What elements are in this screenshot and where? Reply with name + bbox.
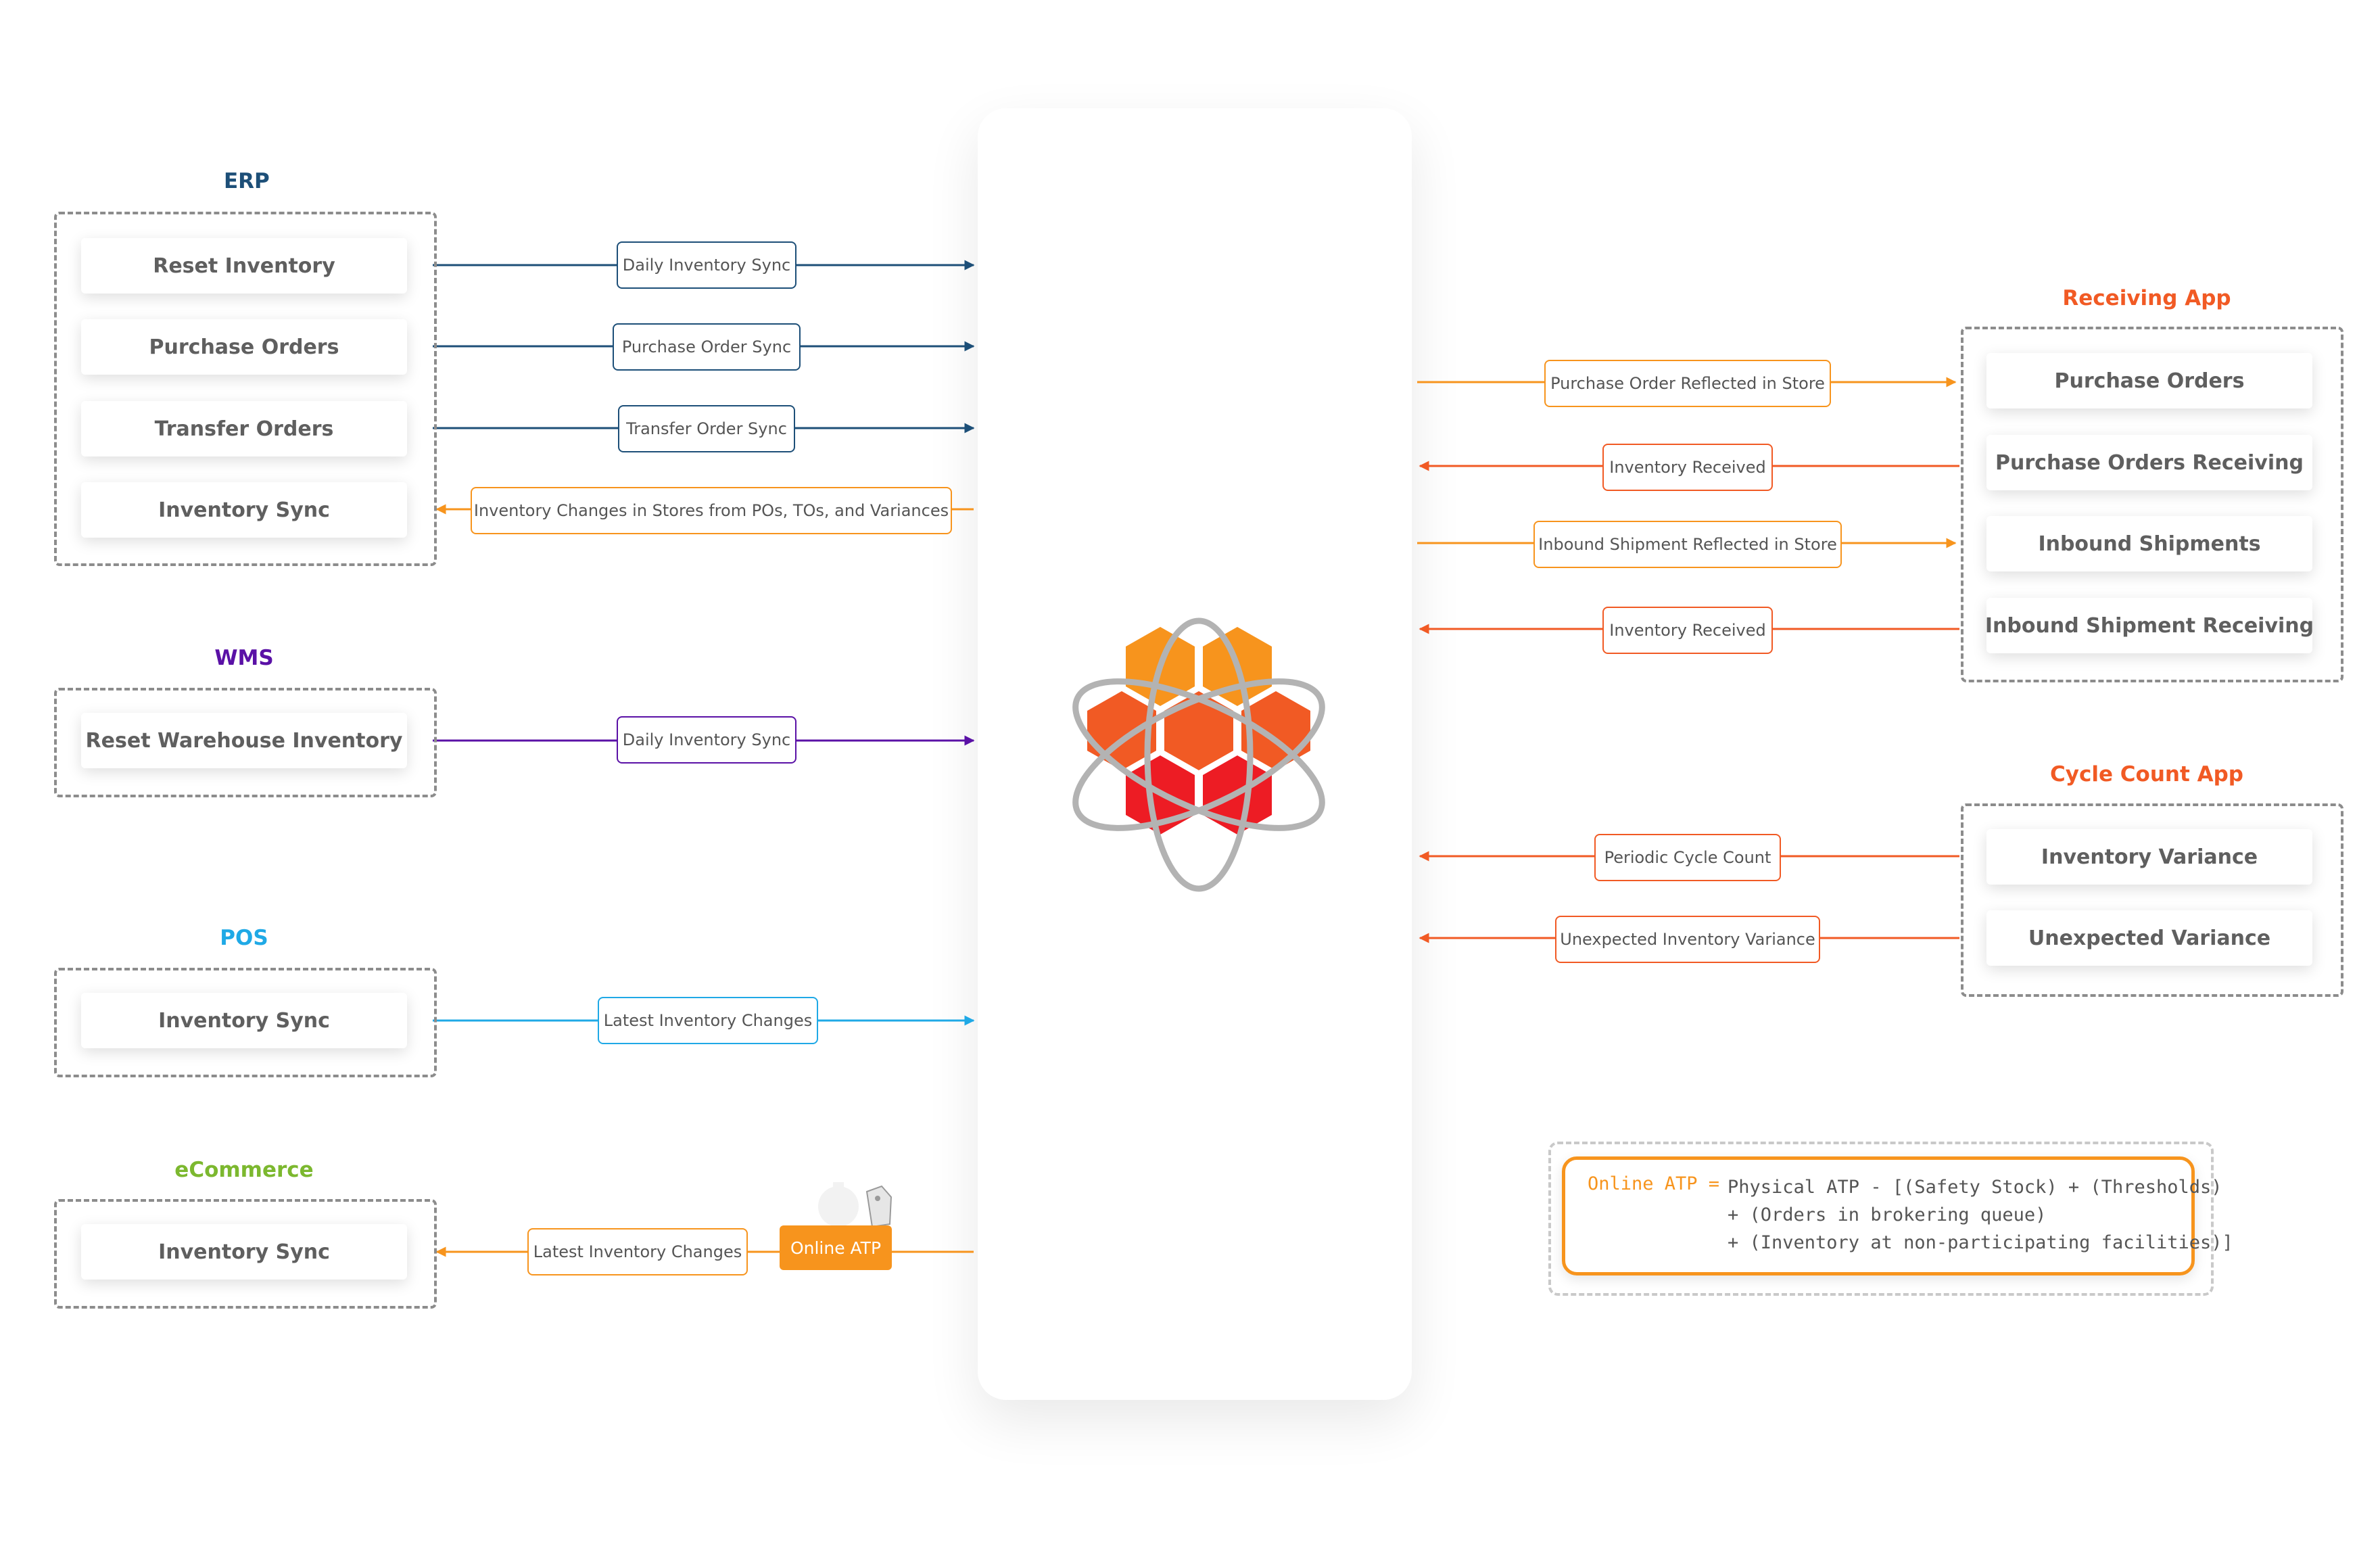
formula-line-2: + (Orders in brokering queue) [1728,1204,2047,1225]
cycle-flow-1-label: Periodic Cycle Count [1594,834,1781,881]
wms-title: WMS [214,646,274,670]
formula-line-3: + (Inventory at non-participating facili… [1728,1232,2233,1253]
receiving-po-receiving-card[interactable]: Purchase Orders Receiving [1986,435,2312,490]
erp-title: ERP [224,169,270,193]
cycle-count-group-box [1961,803,2343,997]
wms-reset-warehouse-inventory-card[interactable]: Reset Warehouse Inventory [81,713,407,768]
formula-outer-frame [1548,1142,2214,1296]
receiving-flow-2-label: Inventory Received [1602,444,1773,491]
erp-group-box [54,212,437,566]
erp-flow-4-label: Inventory Changes in Stores from POs, TO… [471,487,952,534]
receiving-flow-3-label: Inbound Shipment Reflected in Store [1533,521,1842,568]
wms-group-box [54,688,437,797]
erp-flow-1-label: Daily Inventory Sync [617,241,796,289]
erp-purchase-orders-card[interactable]: Purchase Orders [81,319,407,375]
pos-inventory-sync-card[interactable]: Inventory Sync [81,993,407,1048]
receiving-title: Receiving App [2062,286,2231,310]
ecommerce-flow-label: Latest Inventory Changes [527,1228,748,1275]
receiving-flow-4-label: Inventory Received [1602,607,1773,654]
ecommerce-group-box [54,1199,437,1309]
hexagon-atom-logo-icon [1072,617,1325,892]
ecommerce-inventory-sync-card[interactable]: Inventory Sync [81,1224,407,1280]
formula-line-1: Physical ATP - [(Safety Stock) + (Thresh… [1728,1177,2222,1198]
cycle-inventory-variance-card[interactable]: Inventory Variance [1986,829,2312,885]
receiving-group-box [1961,327,2343,682]
wms-flow-label: Daily Inventory Sync [617,716,796,764]
receiving-flow-1-label: Purchase Order Reflected in Store [1544,360,1831,407]
pos-title: POS [220,926,268,950]
online-atp-badge: Online ATP [780,1225,892,1270]
cycle-count-title: Cycle Count App [2050,762,2243,787]
cycle-flow-2-label: Unexpected Inventory Variance [1555,916,1820,963]
pos-group-box [54,968,437,1077]
gear-tag-icon [818,1182,892,1231]
erp-transfer-orders-card[interactable]: Transfer Orders [81,401,407,456]
receiving-inbound-shipment-receiving-card[interactable]: Inbound Shipment Receiving [1985,598,2314,653]
formula-box [1562,1156,2195,1275]
erp-reset-inventory-card[interactable]: Reset Inventory [81,238,407,294]
receiving-inbound-shipments-card[interactable]: Inbound Shipments [1986,516,2312,571]
erp-flow-3-label: Transfer Order Sync [618,405,795,452]
pos-flow-label: Latest Inventory Changes [598,997,818,1044]
receiving-purchase-orders-card[interactable]: Purchase Orders [1986,353,2312,408]
formula-lhs: Online ATP = [1588,1173,1720,1194]
erp-inventory-sync-card[interactable]: Inventory Sync [81,482,407,538]
cycle-unexpected-variance-card[interactable]: Unexpected Variance [1986,910,2312,966]
erp-flow-2-label: Purchase Order Sync [613,323,801,371]
ecommerce-title: eCommerce [174,1158,314,1182]
